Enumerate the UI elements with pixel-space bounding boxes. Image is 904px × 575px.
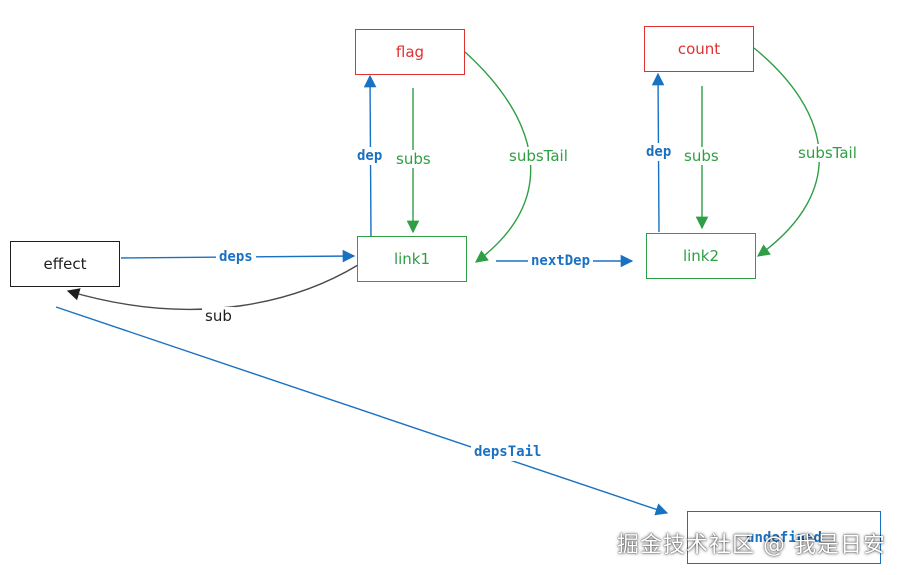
- label-depsTail: depsTail: [471, 443, 545, 461]
- label-flag-subsTail: subsTail: [506, 147, 571, 165]
- label-count-dep: dep: [643, 143, 675, 161]
- label-count-subsTail: subsTail: [795, 144, 860, 162]
- label-flag-dep: dep: [354, 147, 386, 165]
- label-flag-subs: subs: [393, 150, 434, 168]
- node-link2: link2: [646, 233, 756, 279]
- edge-sub: [66, 264, 359, 311]
- edge-depsTail: [55, 306, 669, 516]
- label-nextDep: nextDep: [528, 252, 594, 270]
- node-link1: link1: [357, 236, 467, 282]
- label-sub: sub: [202, 307, 235, 325]
- node-effect: effect: [10, 241, 120, 287]
- node-undefined: undefined: [687, 511, 881, 564]
- label-deps: deps: [216, 248, 256, 266]
- node-count: count: [644, 26, 754, 72]
- watermark: 掘金技术社区 @ 我是日安: [617, 533, 886, 558]
- label-count-subs: subs: [681, 147, 722, 165]
- node-flag: flag: [355, 29, 465, 75]
